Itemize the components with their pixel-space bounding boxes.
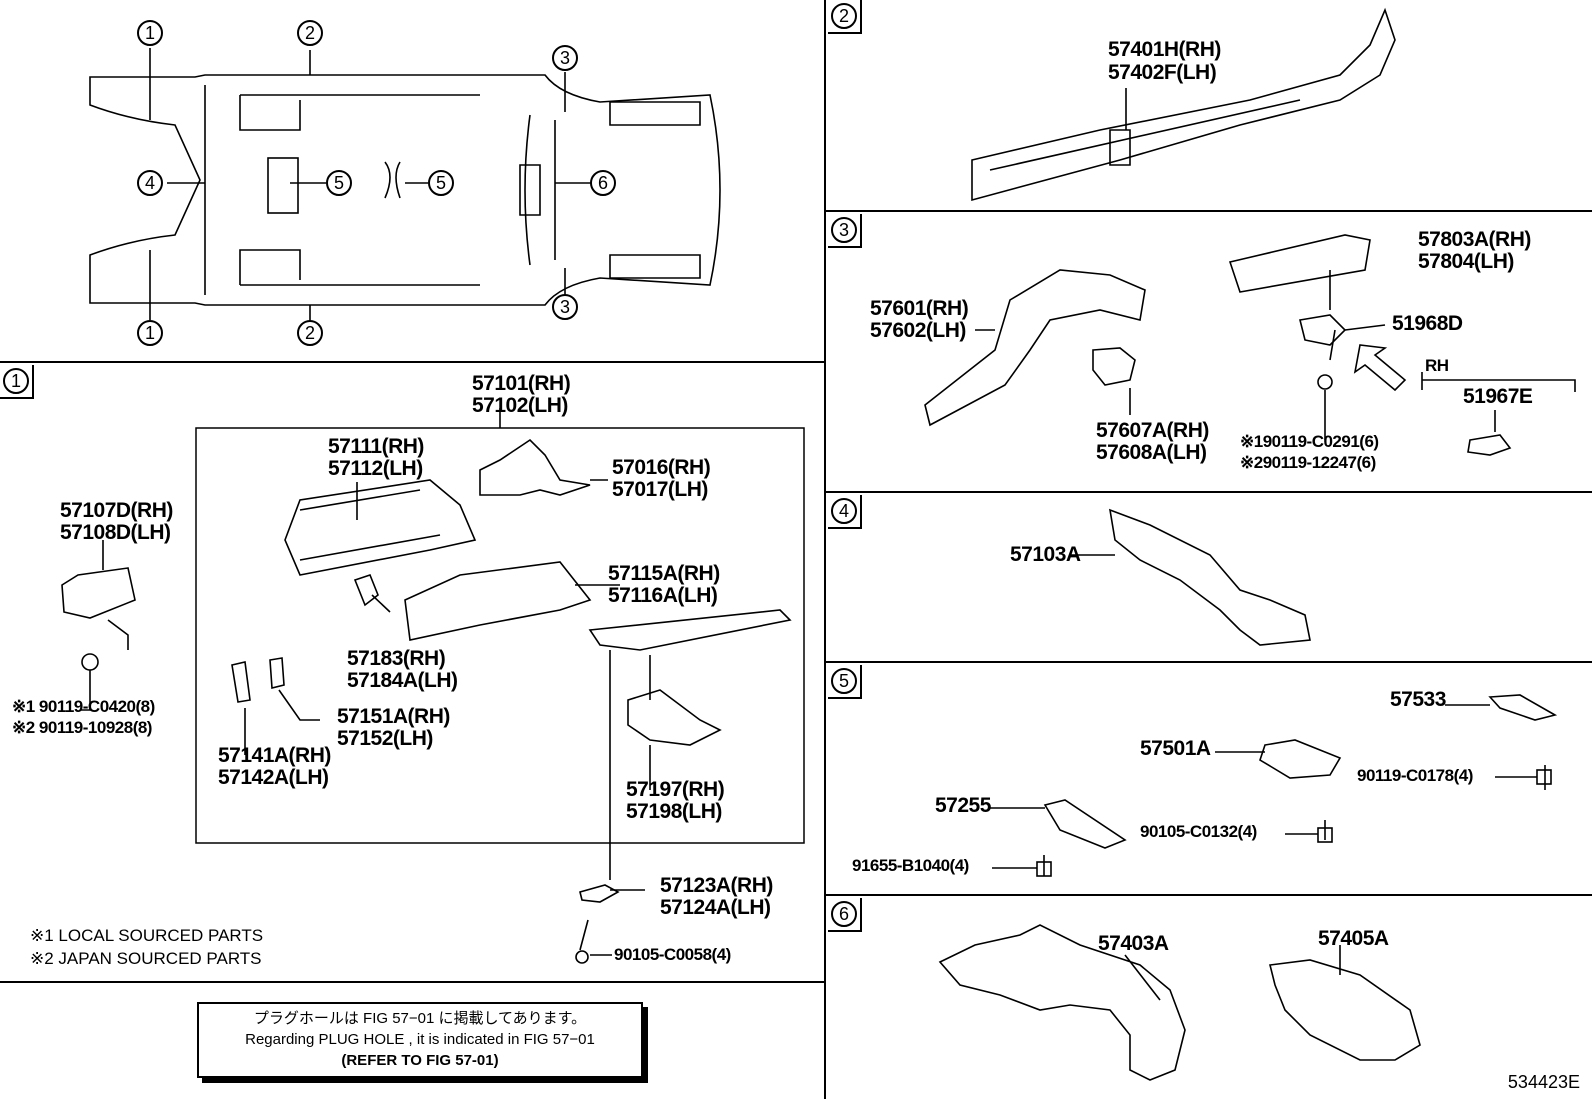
part-label-57108: 57108D(LH) [60, 521, 171, 544]
part-label-57198: 57198(LH) [626, 800, 722, 823]
part-label-57112: 57112(LH) [328, 457, 423, 480]
fastener-label-90105-c0132: 90105-C0132(4) [1140, 822, 1257, 841]
notice-japanese: プラグホールは FIG 57−01 に掲載してあります。 [253, 1010, 587, 1027]
part-label-57184: 57184A(LH) [347, 669, 458, 692]
note-local-sourced: ※1 LOCAL SOURCED PARTS [30, 926, 264, 945]
overview-marker-3-bottom: 3 [552, 294, 578, 320]
plug-hole-notice: プラグホールは FIG 57−01 に掲載してあります。 Regarding P… [197, 1002, 643, 1078]
section-5-marker: 5 [828, 665, 862, 699]
part-label-57123: 57123A(RH) [660, 874, 773, 897]
section-6-number: 6 [831, 901, 857, 927]
part-label-57103: 57103A [1010, 543, 1081, 566]
part-label-57017: 57017(LH) [612, 478, 708, 501]
part-label-51967: 51967E [1463, 385, 1533, 408]
note-japan-sourced: ※2 JAPAN SOURCED PARTS [30, 949, 262, 968]
section-6-marker: 6 [828, 898, 862, 932]
part-label-57608: 57608A(LH) [1096, 441, 1207, 464]
fastener-label-90119-c0178: 90119-C0178(4) [1357, 766, 1473, 785]
section-3-marker: 3 [828, 214, 862, 248]
overview-marker-4: 4 [137, 170, 163, 196]
part-label-57016: 57016(RH) [612, 456, 711, 479]
part-label-57601: 57601(RH) [870, 297, 969, 320]
overview-marker-3-top: 3 [552, 45, 578, 71]
overview-marker-2-top: 2 [297, 20, 323, 46]
part-label-57501: 57501A [1140, 737, 1211, 760]
part-label-57142: 57142A(LH) [218, 766, 329, 789]
part-label-57151: 57151A(RH) [337, 705, 450, 728]
part-label-57124: 57124A(LH) [660, 896, 771, 919]
part-label-57197: 57197(RH) [626, 778, 725, 801]
notice-reference: (REFER TO FIG 57-01) [341, 1052, 499, 1069]
part-label-57107: 57107D(RH) [60, 499, 173, 522]
section-2-number: 2 [831, 3, 857, 29]
section-3-number: 3 [831, 217, 857, 243]
section-4-number: 4 [831, 498, 857, 524]
overview-marker-5-left: 5 [326, 170, 352, 196]
part-label-57183: 57183(RH) [347, 647, 446, 670]
part-label-57255: 57255 [935, 794, 991, 817]
illustration-code: 534423E [1507, 1072, 1580, 1092]
overview-marker-5-right: 5 [428, 170, 454, 196]
section-4-marker: 4 [828, 495, 862, 529]
part-label-57401: 57401H(RH) [1108, 38, 1221, 61]
overview-marker-1-top: 1 [137, 20, 163, 46]
overview-marker-2-bottom: 2 [297, 320, 323, 346]
section-1-marker: 1 [0, 365, 34, 399]
part-label-57405: 57405A [1318, 927, 1389, 950]
part-label-57402: 57402F(LH) [1108, 61, 1217, 84]
part-label-51968: 51968D [1392, 312, 1463, 335]
overview-marker-6: 6 [590, 170, 616, 196]
part-label-57101: 57101(RH) [472, 372, 571, 395]
part-label-57607: 57607A(RH) [1096, 419, 1209, 442]
part-label-57141: 57141A(RH) [218, 744, 331, 767]
fastener-label-90119-c0420: ※1 90119-C0420(8) [12, 697, 155, 716]
rh-label: RH [1425, 356, 1449, 375]
overview-marker-1-bottom: 1 [137, 320, 163, 346]
fastener-label-90105-c0058: 90105-C0058(4) [614, 945, 731, 964]
section-1-number: 1 [3, 368, 29, 394]
part-label-57152: 57152(LH) [337, 727, 433, 750]
section-5-number: 5 [831, 668, 857, 694]
section-2-marker: 2 [828, 0, 862, 34]
part-label-57803: 57803A(RH) [1418, 228, 1531, 251]
fastener-label-290119-12247: ※290119-12247(6) [1240, 453, 1376, 472]
part-label-57602: 57602(LH) [870, 319, 966, 342]
notice-english: Regarding PLUG HOLE , it is indicated in… [245, 1031, 595, 1048]
part-label-57115: 57115A(RH) [608, 562, 720, 585]
part-label-57102: 57102(LH) [472, 394, 568, 417]
fastener-label-90119-10928: ※2 90119-10928(8) [12, 718, 152, 737]
part-label-57403: 57403A [1098, 932, 1169, 955]
fastener-label-91655-b1040: 91655-B1040(4) [852, 856, 969, 875]
fastener-label-190119-c0291: ※190119-C0291(6) [1240, 432, 1379, 451]
part-label-57111: 57111(RH) [328, 435, 424, 458]
part-label-57533: 57533 [1390, 688, 1446, 711]
part-label-57804: 57804(LH) [1418, 250, 1514, 273]
part-label-57116: 57116A(LH) [608, 584, 718, 607]
